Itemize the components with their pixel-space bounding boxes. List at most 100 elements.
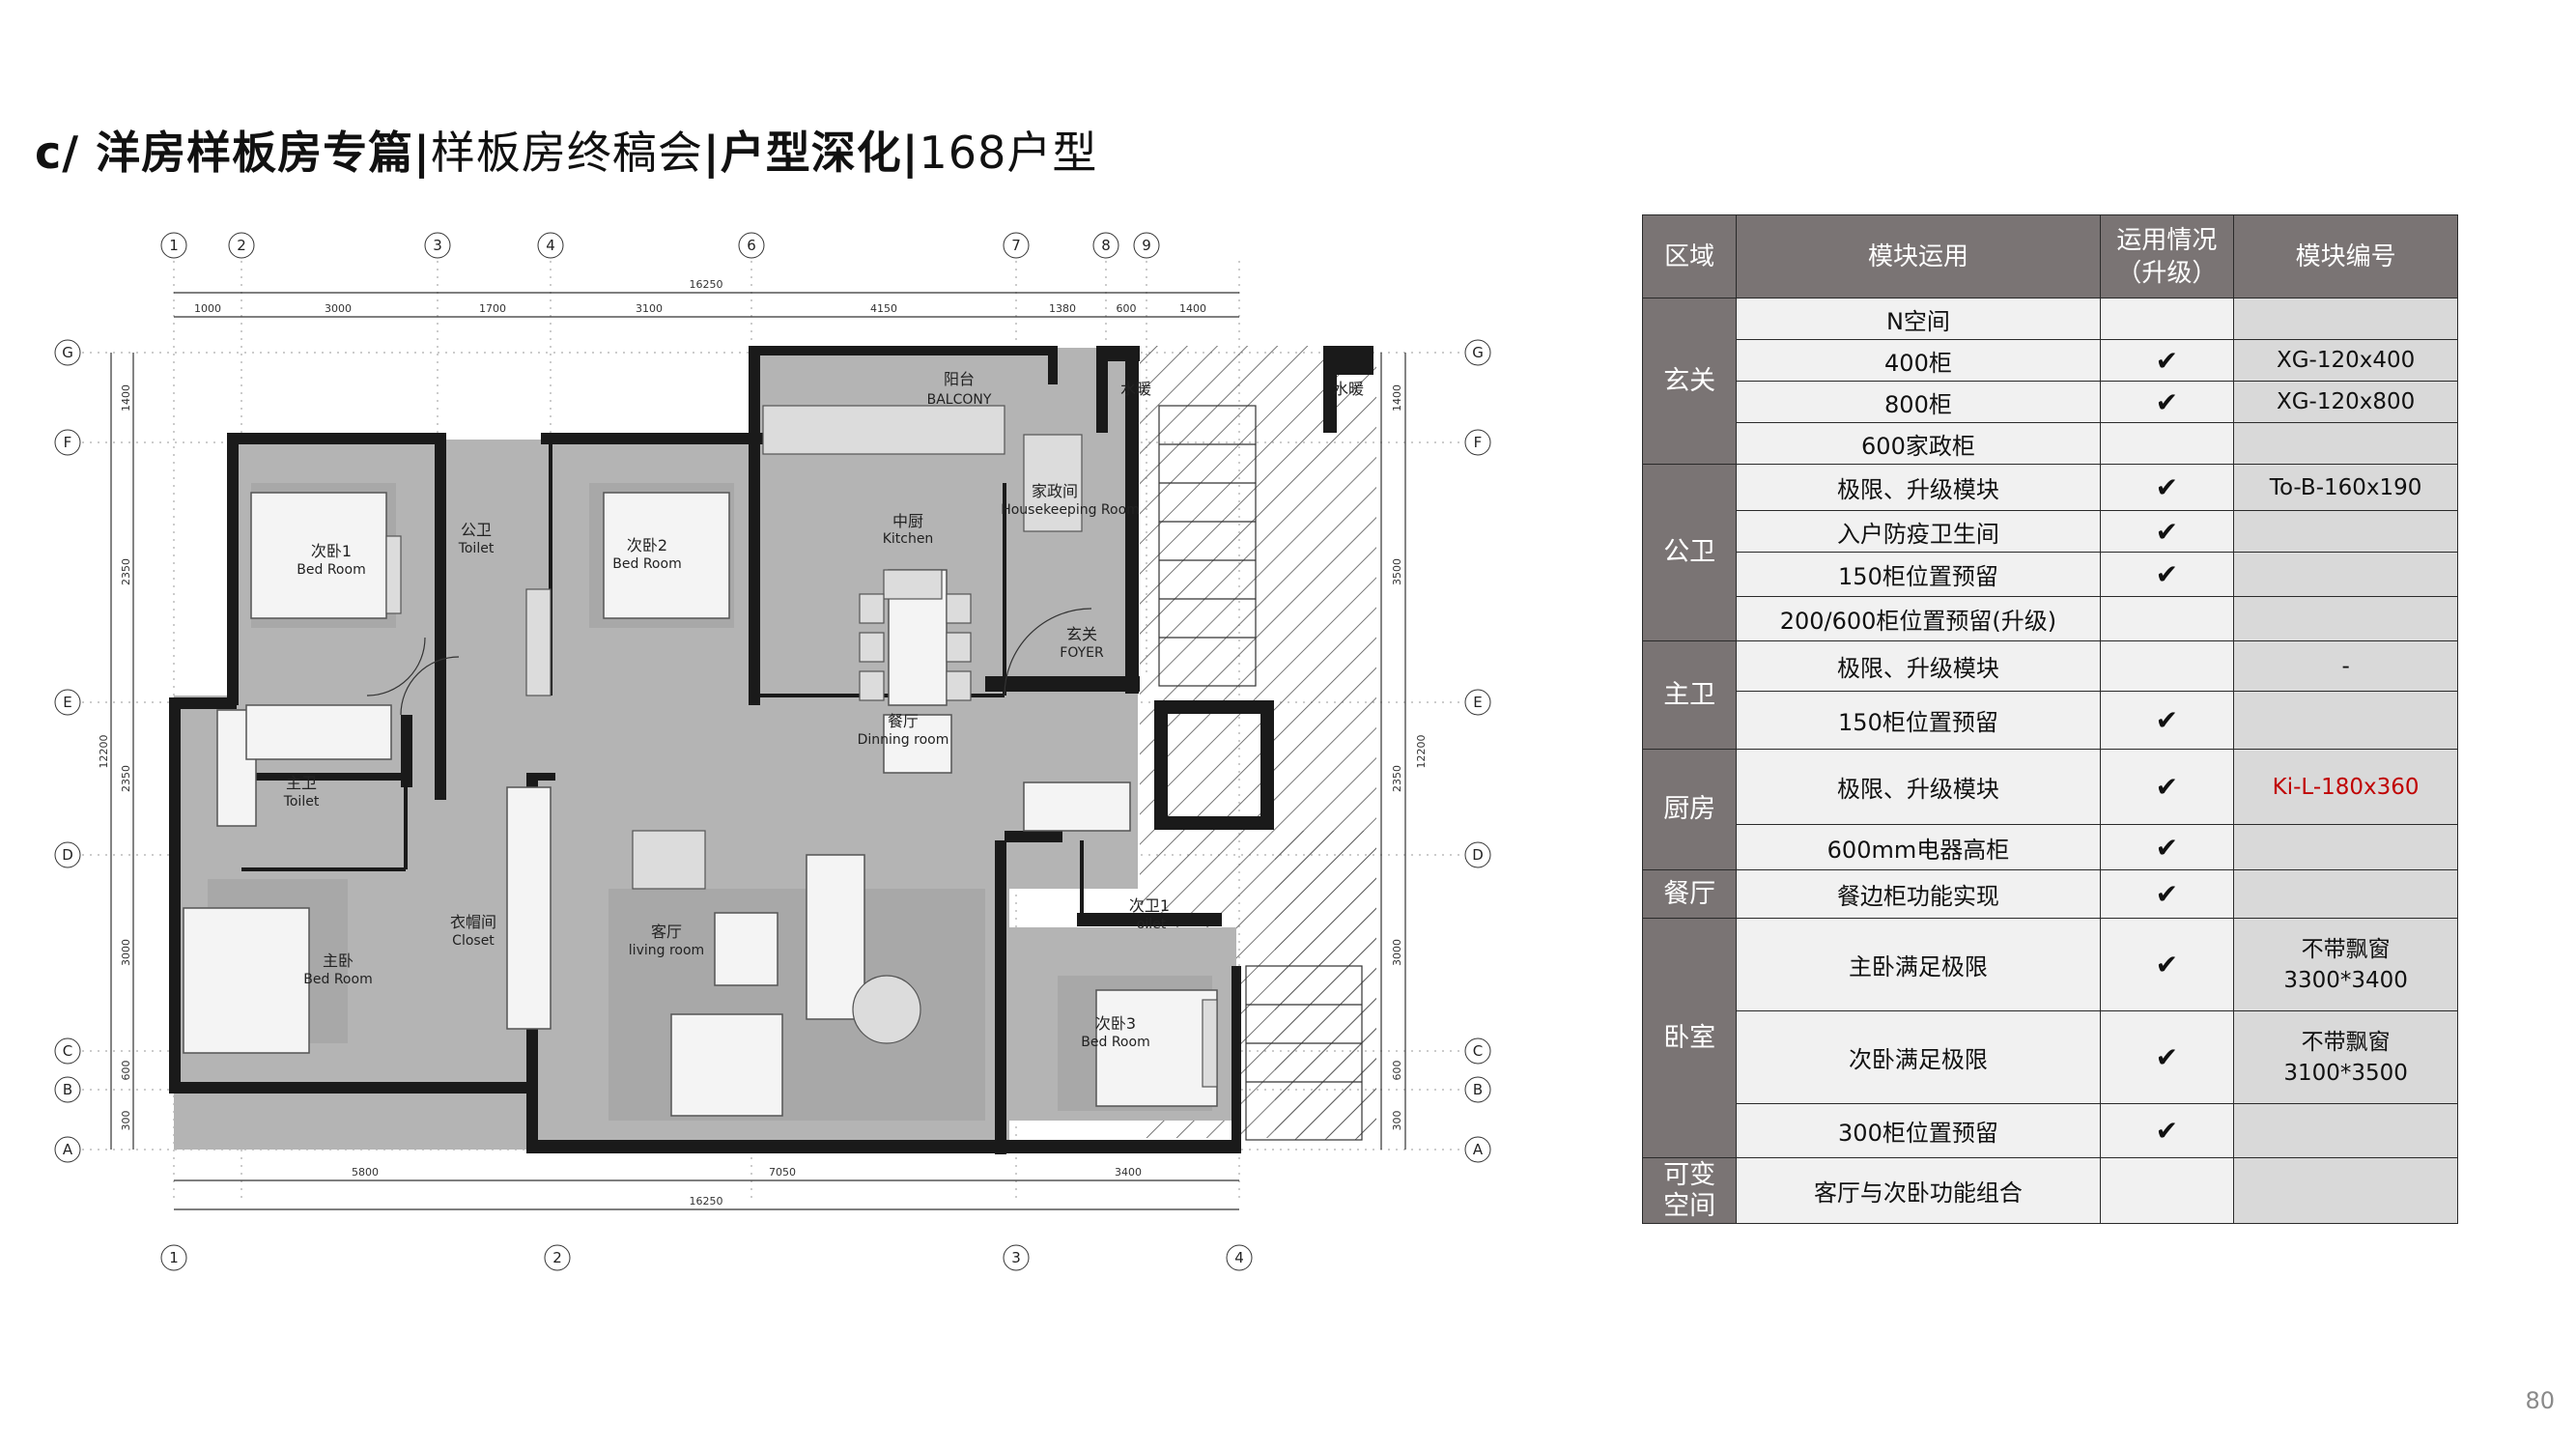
- module-table: 区域 模块运用 运用情况 （升级） 模块编号 玄关 N空间 400柜 ✔ XG-…: [1641, 214, 2458, 1224]
- svg-text:300: 300: [120, 1111, 132, 1131]
- grid-bubble-row: C: [54, 1037, 81, 1065]
- dim-bottom-total: 16250: [690, 1195, 723, 1208]
- grid-bubble-row: E: [54, 689, 81, 716]
- room-label: 阳台: [944, 370, 975, 388]
- room-label: 水暖: [1333, 380, 1364, 398]
- floor-plan: 16250 1000 3000 1700 3100 4150 1380 600 …: [54, 232, 1491, 1271]
- table-row: 厨房 极限、升级模块 ✔ Ki-L-180x360: [1641, 749, 2458, 870]
- room-label: 中厨: [892, 512, 923, 530]
- room-label: BALCONY: [927, 392, 992, 408]
- table-row: 200/600柜位置预留(升级): [1643, 596, 2458, 641]
- room-label: 次卧3: [1095, 1014, 1136, 1033]
- room-label: 次卧1: [311, 542, 352, 560]
- table-row: 入户防疫卫生间 ✔: [1643, 510, 2458, 553]
- table-row: 主卫 极限、升级模块 -: [1641, 640, 2458, 750]
- grid-bubble-bottom: 2: [544, 1244, 571, 1271]
- svg-text:3: 3: [1011, 1249, 1021, 1266]
- svg-text:12200: 12200: [1415, 735, 1428, 769]
- svg-text:G: G: [1472, 344, 1484, 361]
- room-label: 衣帽间: [450, 913, 496, 931]
- svg-text:A: A: [63, 1141, 73, 1158]
- area-cell: 主卫: [1641, 640, 1738, 750]
- svg-text:3000: 3000: [1391, 939, 1403, 966]
- room-label: 公卫: [461, 521, 492, 539]
- grid-bubble-bottom: 4: [1226, 1244, 1253, 1271]
- table-row: 150柜位置预留 ✔: [1643, 691, 2458, 750]
- svg-text:7: 7: [1011, 237, 1021, 254]
- grid-bubble-row: E: [1464, 689, 1491, 716]
- room-label: 餐厅: [888, 712, 919, 730]
- grid-bubble-top: 9: [1133, 232, 1160, 259]
- table-row: 600mm电器高柜 ✔: [1643, 824, 2458, 870]
- svg-text:1400: 1400: [1391, 384, 1403, 412]
- room-label: 次卧2: [627, 536, 667, 554]
- title-prefix: c/ 洋房样板房专篇: [35, 127, 414, 179]
- svg-text:7050: 7050: [769, 1166, 796, 1179]
- svg-text:D: D: [1472, 846, 1484, 864]
- highlight-code: Ki-L-180x360: [2233, 749, 2458, 825]
- table-row: 餐厅 餐边柜功能实现 ✔: [1641, 869, 2458, 919]
- svg-text:C: C: [1473, 1042, 1483, 1060]
- svg-text:1: 1: [169, 1249, 179, 1266]
- svg-text:F: F: [1474, 434, 1483, 451]
- svg-text:3100: 3100: [636, 302, 663, 315]
- room-label: 主卫: [286, 774, 317, 792]
- area-cell: 公卫: [1641, 464, 1738, 641]
- svg-text:B: B: [63, 1081, 72, 1098]
- svg-text:5800: 5800: [352, 1166, 379, 1179]
- table-row: 次卧满足极限 ✔ 不带飘窗 3100*3500: [1643, 1010, 2458, 1104]
- svg-text:3000: 3000: [325, 302, 352, 315]
- svg-text:A: A: [1473, 1141, 1484, 1158]
- svg-text:300: 300: [1391, 1111, 1403, 1131]
- table-row: 卧室 主卧满足极限 ✔ 不带飘窗 3300*3400: [1641, 918, 2458, 1158]
- area-cell: 玄关: [1641, 298, 1738, 465]
- table-header-row: 区域 模块运用 运用情况 （升级） 模块编号: [1641, 214, 2458, 298]
- grid-bubble-top: 4: [537, 232, 564, 259]
- svg-text:600: 600: [120, 1061, 132, 1081]
- grid-bubble-bottom: 1: [160, 1244, 187, 1271]
- grid-bubble-bottom: 3: [1003, 1244, 1030, 1271]
- header-use: 运用情况 （升级）: [2099, 214, 2235, 298]
- area-cell: 可变空间: [1641, 1157, 1738, 1224]
- grid-bubble-top: 3: [424, 232, 451, 259]
- room-label: 主卧: [323, 952, 354, 970]
- svg-text:1400: 1400: [120, 384, 132, 412]
- grid-bubble-row: D: [54, 841, 81, 868]
- svg-text:3400: 3400: [1115, 1166, 1142, 1179]
- table-row: 玄关 N空间: [1641, 298, 2458, 465]
- room-label: Bed Room: [612, 556, 681, 572]
- svg-text:1700: 1700: [479, 302, 506, 315]
- room-label: Kitchen: [883, 531, 934, 547]
- room-label: oilet: [1137, 917, 1167, 932]
- svg-text:2350: 2350: [1391, 765, 1403, 792]
- header-module: 模块运用: [1736, 214, 2101, 298]
- svg-text:E: E: [1473, 694, 1482, 711]
- svg-text:8: 8: [1101, 237, 1111, 254]
- table-row: 800柜 ✔ XG-120x800: [1643, 381, 2458, 423]
- svg-text:12200: 12200: [98, 735, 110, 769]
- svg-text:1000: 1000: [194, 302, 221, 315]
- svg-text:1400: 1400: [1179, 302, 1206, 315]
- svg-text:2: 2: [552, 1249, 562, 1266]
- svg-text:1380: 1380: [1049, 302, 1076, 315]
- svg-text:600: 600: [1391, 1061, 1403, 1081]
- room-label: FOYER: [1060, 645, 1104, 661]
- title-part3: 户型深化: [720, 127, 902, 179]
- room-label: Toilet: [458, 541, 495, 556]
- grid-bubble-row: B: [54, 1076, 81, 1103]
- svg-text:D: D: [62, 846, 73, 864]
- area-cell: 餐厅: [1641, 869, 1738, 919]
- room-label: 家政间: [1032, 482, 1078, 500]
- svg-text:4: 4: [1234, 1249, 1244, 1266]
- grid-bubble-row: C: [1464, 1037, 1491, 1065]
- svg-text:B: B: [1473, 1081, 1483, 1098]
- table-row: 公卫 极限、升级模块 ✔ To-B-160x190: [1641, 464, 2458, 641]
- grid-bubble-row: F: [1464, 429, 1491, 456]
- room-label: Bed Room: [1081, 1035, 1149, 1050]
- svg-text:4150: 4150: [870, 302, 897, 315]
- room-label: 水暖: [1120, 380, 1151, 398]
- header-code: 模块编号: [2233, 214, 2458, 298]
- grid-bubble-top: 1: [160, 232, 187, 259]
- room-label: Dinning room: [858, 732, 949, 748]
- grid-bubble-row: G: [1464, 339, 1491, 366]
